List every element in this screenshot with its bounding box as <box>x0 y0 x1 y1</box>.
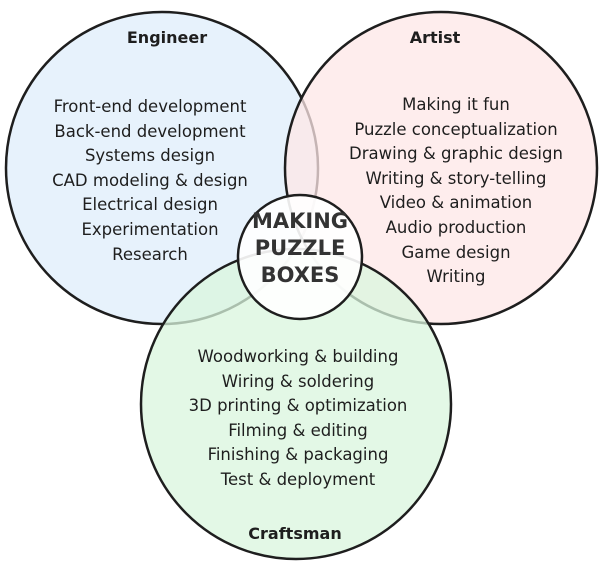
list-item: Research <box>112 244 188 264</box>
list-item: Finishing & packaging <box>207 445 389 465</box>
list-item: Writing & story-telling <box>365 168 547 188</box>
list-item: Drawing & graphic design <box>349 144 563 164</box>
list-item: Test & deployment <box>220 469 376 489</box>
artist-skills: Making it fun Puzzle conceptualization D… <box>326 93 586 290</box>
center-line: MAKING <box>251 209 349 233</box>
list-item: Audio production <box>385 217 527 237</box>
craftsman-title: Craftsman <box>248 524 342 543</box>
list-item: Front-end development <box>53 97 247 116</box>
list-item: Back-end development <box>54 121 246 141</box>
list-item: Systems design <box>84 146 216 166</box>
artist-title: Artist <box>409 28 461 47</box>
artist-circle <box>283 10 599 326</box>
center-circle <box>236 193 364 321</box>
center-line: BOXES <box>260 263 340 287</box>
list-item: Writing <box>426 267 486 287</box>
center-line: PUZZLE <box>254 236 346 260</box>
craftsman-skills: Woodworking & building Wiring & solderin… <box>158 345 438 493</box>
list-item: Experimentation <box>81 219 219 239</box>
list-item: Making it fun <box>402 95 510 114</box>
list-item: Puzzle conceptualization <box>354 119 558 139</box>
list-item: Filming & editing <box>228 420 368 440</box>
engineer-title: Engineer <box>126 28 208 47</box>
list-item: Wiring & soldering <box>221 371 375 391</box>
list-item: Game design <box>401 242 511 262</box>
list-item: Electrical design <box>82 195 218 215</box>
list-item: Woodworking & building <box>197 347 399 366</box>
list-item: 3D printing & optimization <box>188 396 408 416</box>
list-item: Video & animation <box>379 193 533 213</box>
list-item: CAD modeling & design <box>52 170 248 190</box>
engineer-skills: Front-end development Back-end developme… <box>20 95 280 267</box>
center-label: MAKING PUZZLE BOXES <box>238 208 362 289</box>
